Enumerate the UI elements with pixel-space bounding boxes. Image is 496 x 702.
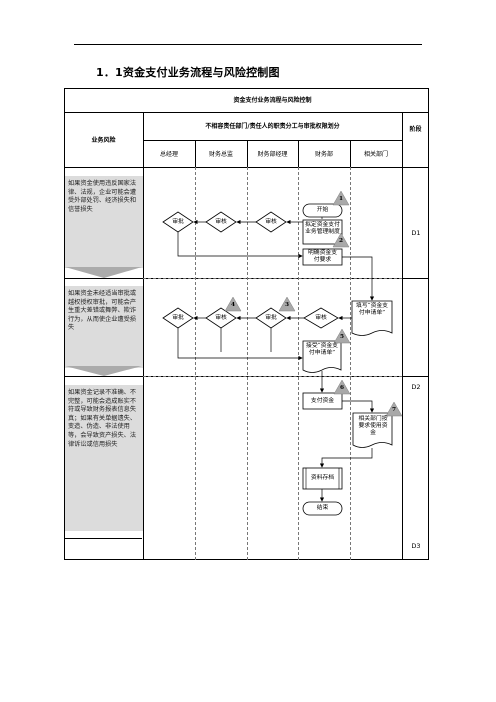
flowchart-table — [64, 88, 429, 560]
process-label: 资料存档 — [310, 475, 335, 481]
responsibility-header: 不相容责任部门/责任人的职责分工与审批权限划分 — [205, 123, 340, 130]
decision-diamond — [162, 307, 194, 329]
risk-marker-number: 7 — [391, 407, 397, 413]
risk-marker-number: 6 — [339, 385, 345, 391]
decision-diamond — [303, 307, 339, 329]
risk-pointer — [65, 366, 142, 376]
risk-marker — [224, 190, 403, 417]
decision-label: 审批 — [172, 315, 184, 321]
decision-diamond — [255, 211, 287, 233]
decision-label: 审核 — [265, 219, 277, 225]
table-title: 资金支付业务流程与风险控制 — [233, 97, 312, 104]
end-node — [302, 501, 343, 516]
decision-label: 审核 — [215, 219, 227, 225]
header-rule — [74, 44, 422, 45]
document-label: 接受“资金支付申请单” — [306, 343, 338, 356]
start-node — [302, 203, 343, 218]
decision-diamond — [205, 211, 237, 233]
risk-marker-number: 3 — [284, 302, 290, 308]
document-node — [302, 340, 342, 373]
start-label: 开始 — [316, 207, 329, 213]
risk-marker-number: 2 — [338, 238, 344, 244]
phase-header: 阶段 — [409, 126, 422, 133]
phase-label: D1 — [411, 229, 421, 237]
risk-marker-number: 4 — [230, 302, 236, 308]
process-label: 拟定资金支付业务管理制度 — [305, 222, 340, 235]
risk-text: 如果资金未经适当审批或越权授权审批，可能会产生重大差错或舞弊、欺诈行为，从而使企… — [65, 286, 143, 368]
column-header: 总经理 — [159, 151, 178, 158]
document-title: 1．1资金支付业务流程与风险控制图 — [96, 66, 280, 79]
decision-diamond — [162, 211, 194, 233]
column-header: 财务总监 — [208, 151, 233, 158]
document-label: 相关部门按要求使用资金 — [358, 416, 388, 436]
column-header: 相关部门 — [363, 151, 388, 158]
document-node — [351, 300, 393, 336]
decision-diamond — [255, 307, 287, 329]
column-header: 财务部经理 — [257, 151, 288, 158]
decision-label: 审批 — [265, 315, 277, 321]
column-header: 财务部 — [314, 151, 333, 158]
phase-label: D2 — [411, 383, 421, 391]
process-label: 支付资金 — [310, 398, 335, 404]
document-node — [352, 412, 393, 448]
decision-label: 审核 — [215, 315, 227, 321]
risk-text: 如果资金使用违反国家法律、法规，企业可能会遭受外部处罚、经济损失和信誉损失 — [65, 176, 143, 268]
process-box — [302, 219, 343, 245]
decision-diamond — [205, 307, 237, 329]
risk-text: 如果资金记录不准确、不完整，可能会造成账实不符或导致财务报表信息失真；如果有关单… — [65, 385, 143, 531]
risk-marker-number: 1 — [338, 196, 344, 202]
process-box — [302, 467, 343, 490]
decision-label: 审核 — [315, 315, 327, 321]
document-label: 填写“资金支付申请单” — [356, 303, 388, 316]
risk-marker-number: 5 — [339, 334, 345, 340]
phase-label: D3 — [411, 542, 421, 550]
decision-label: 审批 — [172, 219, 184, 225]
process-label: 明确资金支付要求 — [308, 250, 337, 263]
risk-pointer — [65, 267, 142, 278]
end-label: 结束 — [316, 505, 329, 511]
risk-header: 业务风险 — [91, 137, 116, 144]
